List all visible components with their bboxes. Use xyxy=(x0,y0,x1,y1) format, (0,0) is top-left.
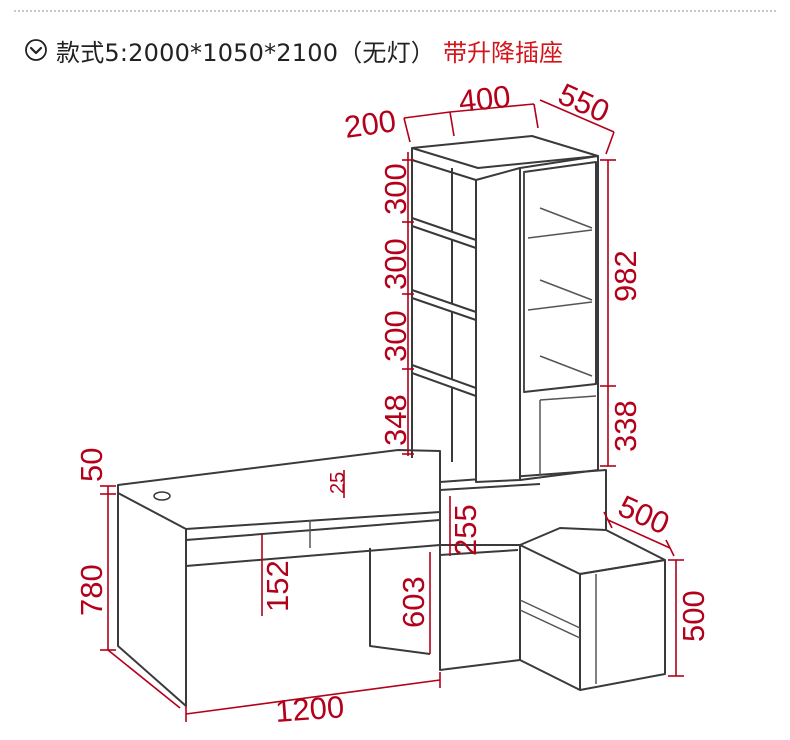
dim-side-height: 500 xyxy=(676,590,711,642)
dim-leg-height: 603 xyxy=(396,576,431,628)
top-dotted-divider xyxy=(14,10,776,12)
dim-desk-top-offset: 50 xyxy=(74,448,109,482)
dim-shelf-1: 300 xyxy=(378,163,413,215)
dim-side-gap: 255 xyxy=(448,504,483,556)
bookshelf xyxy=(411,135,599,483)
dim-top-width-mid: 400 xyxy=(457,79,512,119)
desk-middle-leg xyxy=(369,548,431,655)
side-return-top xyxy=(519,527,666,575)
dim-cabinet-lower: 338 xyxy=(608,400,643,452)
desk-top-surface xyxy=(117,449,441,530)
dim-top-depth: 550 xyxy=(553,76,614,129)
lift-socket-label: 带升降插座 xyxy=(443,38,563,67)
dim-shelf-3: 300 xyxy=(378,310,413,362)
dim-desk-height: 780 xyxy=(74,564,109,616)
dim-drawer-height: 152 xyxy=(260,560,295,612)
corner-cabinet xyxy=(439,451,666,691)
glass-cabinet-frame xyxy=(523,161,597,393)
dim-top-width-left: 200 xyxy=(342,103,398,145)
dim-desk-width: 1200 xyxy=(274,689,345,729)
style-spec-text: 款式5:2000*1050*2100（无灯） xyxy=(56,38,435,67)
desk-body xyxy=(117,449,441,707)
dim-shelf-gap: 25 xyxy=(327,472,349,494)
title-row: 款式5:2000*1050*2100（无灯） 带升降插座 xyxy=(24,30,563,70)
dim-shelf-2: 300 xyxy=(378,238,413,290)
dim-shelf-4: 348 xyxy=(378,394,413,446)
dimension-lines xyxy=(100,99,684,722)
cable-grommet-icon xyxy=(153,491,171,501)
dim-side-depth: 500 xyxy=(613,488,674,541)
bookshelf-top xyxy=(411,135,599,169)
dim-cabinet-height: 982 xyxy=(608,250,643,302)
chevron-down-circle-icon[interactable] xyxy=(24,38,48,62)
desk-left-panel xyxy=(117,493,187,707)
dimension-labels: 200 400 550 300 300 300 348 982 338 50 7… xyxy=(74,76,711,729)
bookshelf-center-door xyxy=(475,167,521,483)
